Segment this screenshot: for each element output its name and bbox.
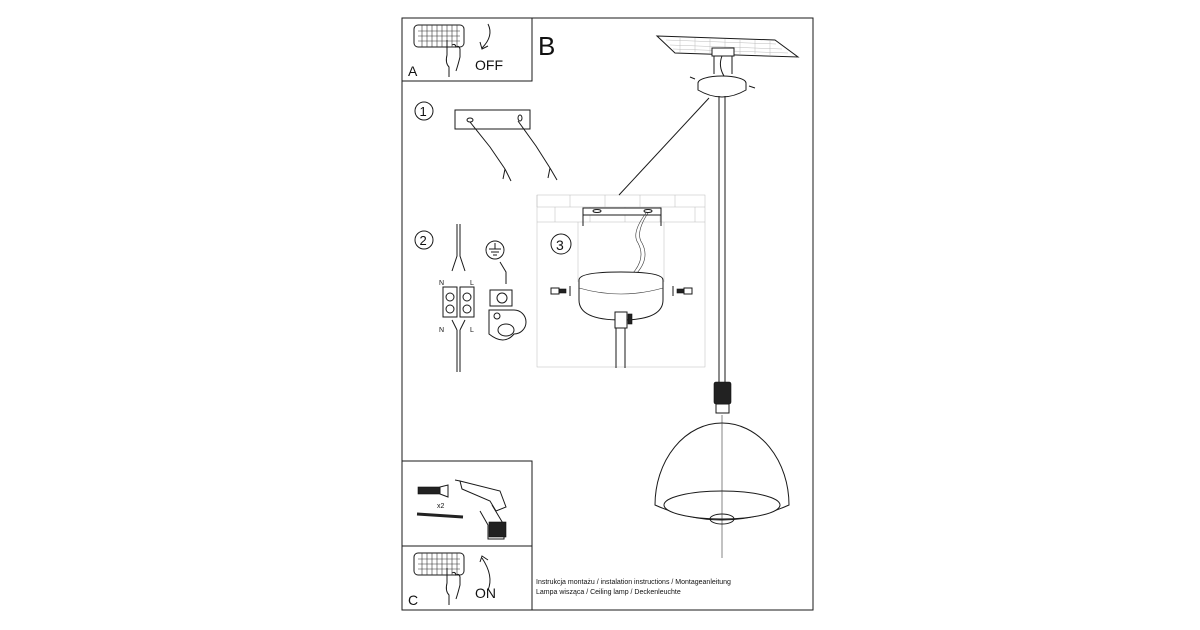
live-label-top: L	[470, 280, 474, 287]
panel-c-power-on: C ON	[401, 545, 533, 611]
on-label: ON	[475, 585, 496, 601]
drill-panel: x2	[401, 460, 533, 547]
footer-line-2: Lampa wisząca / Ceiling lamp / Deckenleu…	[536, 589, 681, 596]
canopy-detail	[578, 271, 664, 368]
arrow-down-icon	[479, 23, 491, 50]
step-3-number: 3	[556, 237, 564, 253]
detail-pointer-line	[618, 97, 710, 196]
step-3-detail: 3	[536, 194, 706, 368]
pendant-lamp-illustration	[618, 35, 800, 558]
breaker-box-icon	[413, 24, 465, 48]
step-2-wiring: 2 N L N L	[414, 224, 527, 372]
arrow-up-icon	[479, 555, 491, 591]
panel-b-letter: B	[538, 31, 555, 61]
breaker-box-icon	[413, 552, 465, 576]
neutral-label-bottom: N	[439, 327, 444, 334]
footer-line-1: Instrukcja montażu / instalation instruc…	[536, 579, 731, 586]
live-label-bottom: L	[470, 327, 474, 334]
page-frame	[401, 17, 814, 611]
ground-terminal-icon	[488, 289, 527, 341]
panel-a-power-off: A OFF	[401, 17, 533, 82]
terminal-block-icon	[442, 286, 475, 318]
wall-plug-icon	[417, 484, 449, 498]
step-1-number: 1	[420, 104, 427, 119]
panel-c-letter: C	[408, 592, 418, 608]
quantity-label: x2	[437, 503, 445, 510]
screw-icon	[416, 512, 464, 519]
socket	[713, 381, 732, 405]
neutral-label-top: N	[439, 280, 444, 287]
ground-symbol-icon	[485, 240, 505, 260]
screw-right-icon	[672, 286, 693, 296]
drill-icon	[454, 479, 507, 540]
cord	[718, 96, 726, 382]
step-1-wire-prep: 1	[414, 101, 558, 182]
hand-icon	[445, 40, 461, 77]
screw-left-icon	[550, 286, 571, 296]
mounting-plate	[655, 35, 800, 58]
off-label: OFF	[475, 57, 503, 73]
step-2-number: 2	[420, 233, 427, 248]
hand-icon	[445, 568, 461, 605]
panel-a-letter: A	[408, 63, 418, 79]
